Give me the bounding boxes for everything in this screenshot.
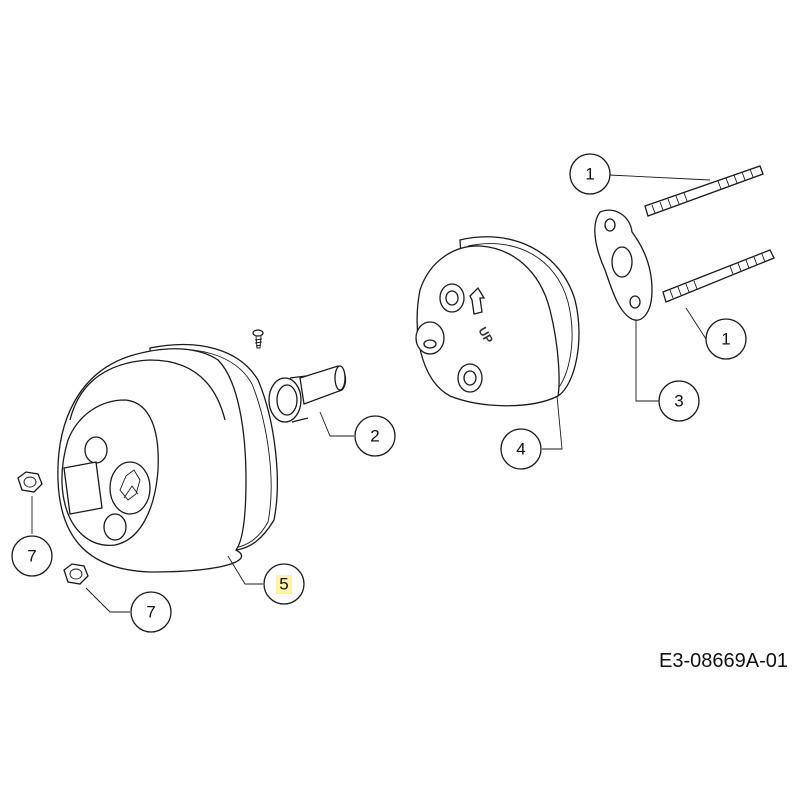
svg-text:1: 1: [721, 330, 730, 349]
callout-7-left: 7: [11, 535, 53, 577]
spark-arrestor-part: [268, 365, 347, 423]
svg-text:7: 7: [146, 603, 155, 622]
muffler-guard-part: [57, 343, 278, 573]
svg-text:5: 5: [279, 575, 288, 594]
svg-text:4: 4: [516, 440, 525, 459]
callout-1-upper: 1: [569, 153, 611, 195]
callout-5: 5: [263, 563, 305, 605]
svg-text:7: 7: [27, 547, 36, 566]
svg-text:3: 3: [674, 392, 683, 411]
muffler-body-part: UP: [415, 236, 580, 407]
nut-lower-part: [63, 563, 89, 585]
callout-3: 3: [658, 380, 700, 422]
callout-2: 2: [354, 415, 396, 457]
callout-7-bottom: 7: [130, 591, 172, 633]
callout-4: 4: [500, 428, 542, 470]
leader-lines: [31, 174, 711, 613]
nut-upper-part: [17, 471, 43, 493]
stud-lower-part: [662, 249, 775, 303]
gasket-part: [594, 209, 653, 321]
svg-text:2: 2: [370, 427, 379, 446]
screw-part: [252, 329, 264, 349]
callout-1-lower: 1: [705, 318, 747, 360]
stud-upper-part: [644, 165, 764, 217]
drawing-code-label: E3-08669A-01: [659, 650, 788, 672]
svg-text:1: 1: [585, 165, 594, 184]
